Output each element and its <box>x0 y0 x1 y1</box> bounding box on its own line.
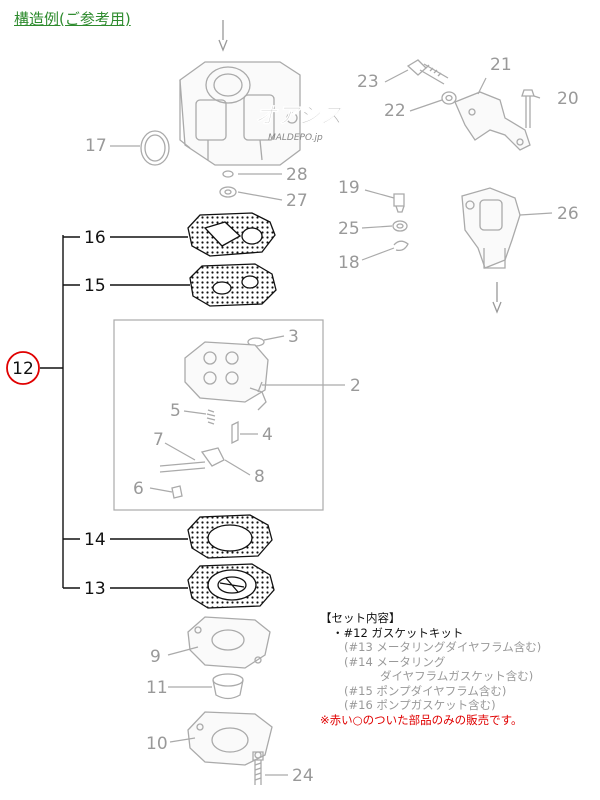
callout-19: 19 <box>338 178 360 198</box>
callout-7: 7 <box>153 430 164 450</box>
callout-21: 21 <box>490 55 512 75</box>
callout-4: 4 <box>262 425 273 445</box>
callout-12-highlight: 12 <box>6 351 40 385</box>
callout-28: 28 <box>286 165 308 185</box>
callout-9: 9 <box>150 647 161 667</box>
metering-diaphragm-13 <box>187 563 275 609</box>
callout-2: 2 <box>350 376 361 396</box>
kit-bracket <box>40 235 190 589</box>
pump-diaphragm-15 <box>189 263 277 307</box>
callout-27: 27 <box>286 191 308 211</box>
pump-gasket-16 <box>187 212 276 257</box>
callout-12: 12 <box>12 359 34 379</box>
metering-gasket-14 <box>187 514 273 559</box>
callout-23: 23 <box>357 72 379 92</box>
red-circle-marker <box>6 351 40 385</box>
sub-leaders <box>149 335 345 493</box>
faded-leaders <box>110 69 553 261</box>
notes-sale-note: ※赤い○のついた部品のみの販売です。 <box>320 712 523 727</box>
lower-leaders <box>167 646 288 776</box>
upper-assembly-faded <box>140 20 535 314</box>
watermark-site: MALDEPO.jp <box>268 133 323 143</box>
sub-assembly-box <box>113 319 324 511</box>
callout-6: 6 <box>133 479 144 499</box>
sub-assembly-2-faded <box>159 337 269 499</box>
callout-11: 11 <box>146 678 168 698</box>
notes-sub1: (#13 メータリングダイヤフラム含む) <box>344 640 542 654</box>
callout-14: 14 <box>84 530 106 550</box>
notes-header: 【セット内容】 <box>320 611 401 625</box>
watermark-brand: オアシス <box>255 104 342 129</box>
notes-sub4: (#16 ポンプガスケット含む) <box>344 698 496 712</box>
callout-16: 16 <box>84 228 106 248</box>
callout-24: 24 <box>292 766 314 786</box>
notes-item: ・#12 ガスケットキット <box>332 625 464 640</box>
watermark-logo: オアシス MALDEPO.jp <box>255 104 343 143</box>
notes-sub2b: ダイヤフラムガスケット含む) <box>380 669 534 683</box>
callout-18: 18 <box>338 253 360 273</box>
callout-20: 20 <box>557 89 579 109</box>
callout-numbers: 17 28 27 23 22 21 20 19 25 18 26 16 15 3… <box>84 55 579 786</box>
notes-sub3: (#15 ポンプダイヤフラム含む) <box>344 683 507 698</box>
notes-sub2a: (#14 メータリング <box>344 654 446 669</box>
callout-5: 5 <box>170 401 181 421</box>
set-contents-notes: 【セット内容】 ・#12 ガスケットキット (#13 メータリングダイヤフラム含… <box>320 611 595 727</box>
callout-3: 3 <box>288 327 299 347</box>
page-title: 構造例(ご参考用) <box>14 10 131 28</box>
callout-13: 13 <box>84 579 106 599</box>
callout-10: 10 <box>146 734 168 754</box>
lower-parts-faded <box>187 616 273 785</box>
callout-8: 8 <box>254 467 265 487</box>
callout-17: 17 <box>85 136 107 156</box>
callout-15: 15 <box>84 276 106 296</box>
callout-26: 26 <box>557 204 579 224</box>
callout-25: 25 <box>338 219 360 239</box>
callout-22: 22 <box>384 101 406 121</box>
